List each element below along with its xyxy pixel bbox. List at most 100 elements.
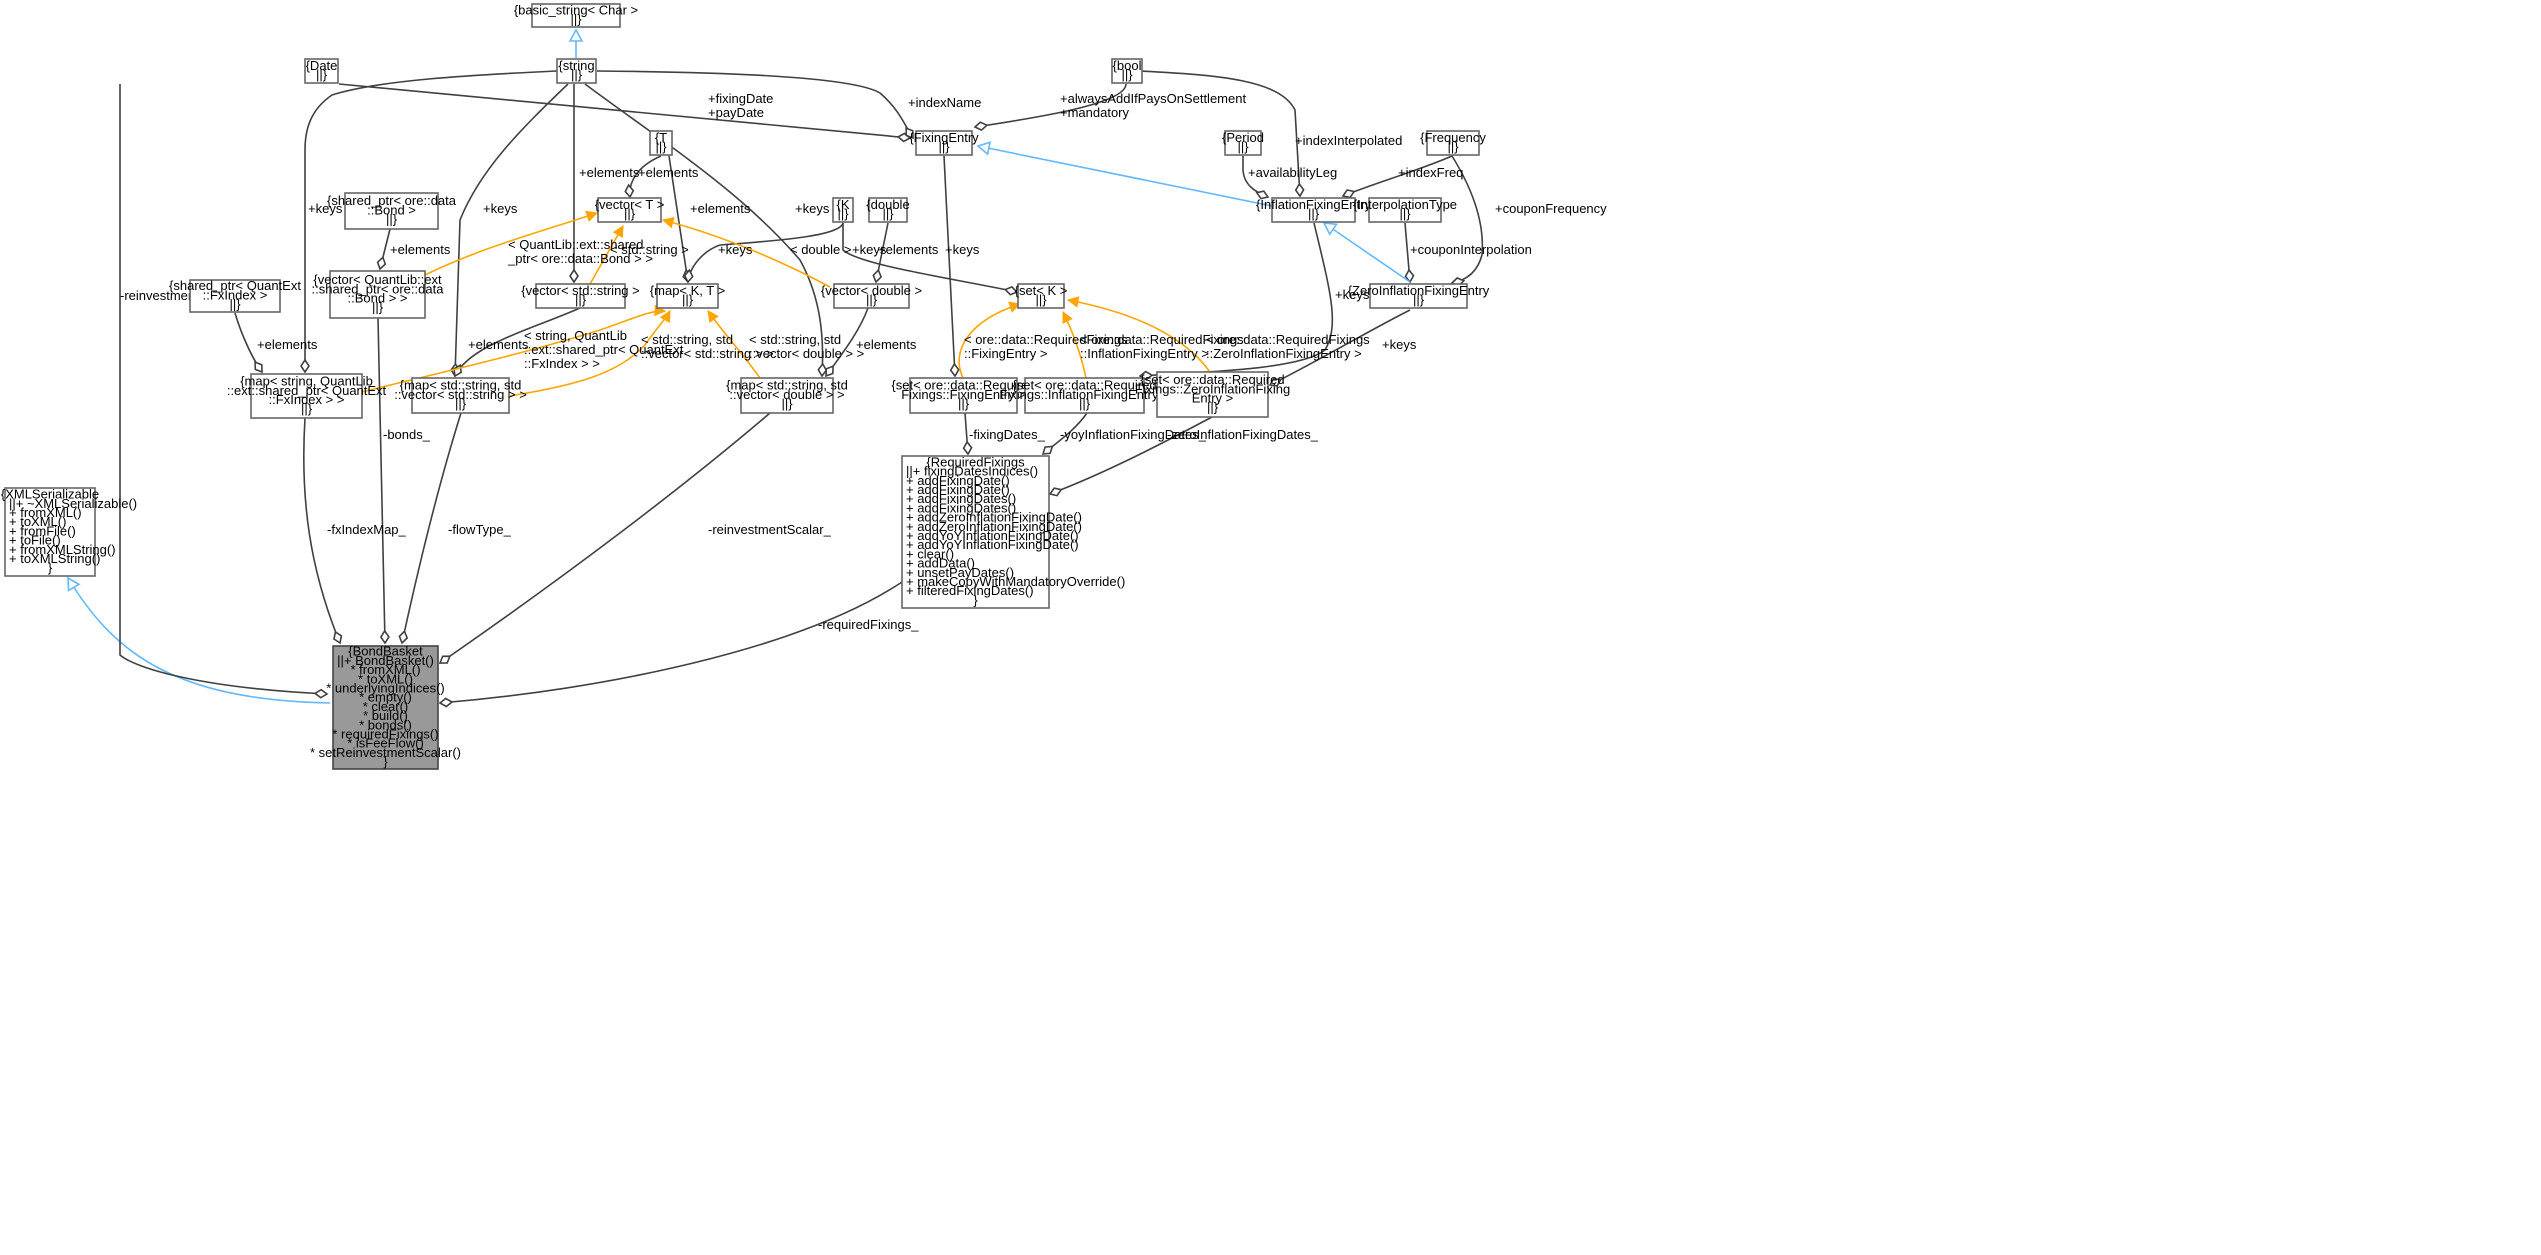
class-node-line: {FixingEntry [909,130,979,145]
class-node-string[interactable]: {string||} [556,58,597,84]
class-node-zeroinflationfixingentry[interactable]: {ZeroInflationFixingEntry||} [1348,283,1490,309]
edge-label-line: -bonds_ [383,427,431,442]
class-node-line: + filteredFixingDates() [906,583,1034,598]
class-node-line: {string [558,58,594,73]
edge-label-line: +elements [390,242,451,257]
edge-label-coupon-frequency: +couponFrequency [1495,201,1607,216]
edge-19-member [668,155,689,283]
edge-43-aggregation-diamond [438,697,454,708]
class-node-line: * build() [363,708,408,723]
class-node-map-kt[interactable]: {map< K, T >||} [650,283,725,309]
edge-6-member [974,83,1127,128]
edge-label-tpl-set-inflation: < ore::data::RequiredFixings::InflationF… [1080,332,1244,361]
edge-27-aggregation-diamond [254,361,263,374]
edge-30-template [424,212,598,276]
edge-label-flow-type: -flowType_ [448,522,512,537]
edge-14-aggregation-diamond [569,268,579,284]
class-node-fixingentry[interactable]: {FixingEntry||} [909,130,979,156]
class-node-map-string-vector-string[interactable]: {map< std::string, std::vector< std::str… [394,377,527,414]
class-node-line: * setReinvestmentScalar() [310,745,461,760]
edge-12-inheritance [977,145,1273,207]
class-node-basic-string[interactable]: {basic_string< Char >||} [514,2,638,28]
class-node-shared-ptr-fxindex[interactable]: {shared_ptr< QuantExt::FxIndex >||} [169,278,301,313]
class-node-line: + addFixingDates() [906,491,1016,506]
edge-15-member [454,83,569,377]
edge-label-elements-bond: +elements [390,242,451,257]
class-node-shared-ptr-bond[interactable]: {shared_ptr< ore::data::Bond >||} [327,192,457,230]
edge-label-line: ::InflationFixingEntry > [1080,346,1209,361]
class-node-line: {K [836,197,849,212]
class-node-set-fixingentry[interactable]: {set< ore::data::RequiredFixings::Fixing… [891,377,1036,414]
class-node-requiredfixings[interactable]: {RequiredFixings||+ fixingDatesIndices()… [901,454,1125,609]
edge-1-inheritance [67,577,331,704]
class-node-inflationfixingentry[interactable]: {InflationFixingEntry||} [1256,197,1371,223]
class-node-line: + unsetPayDates() [906,565,1014,580]
edge-label-elements-t-map: +elements [690,201,751,216]
class-node-line: ||} [571,67,583,82]
class-node-bool[interactable]: {bool||} [1111,58,1143,84]
class-node-vector-t[interactable]: {vector< T >||} [595,197,665,223]
edge-21-aggregation-diamond [1003,285,1019,296]
class-node-map-fxindex[interactable]: {map< string, QuantLib::ext::shared_ptr<… [227,373,387,419]
edge-label-line: < std::string, std [749,332,841,347]
class-node-k[interactable]: {K||} [832,197,854,223]
class-node-vector-double[interactable]: {vector< double >||} [821,283,922,309]
class-node-frequency[interactable]: {Frequency||} [1420,130,1486,156]
class-node-double[interactable]: {double||} [866,197,910,223]
class-node-box [1156,371,1269,418]
edge-label-line: +couponFrequency [1495,201,1607,216]
class-node-set-k[interactable]: {set< K >||} [1015,283,1068,309]
class-node-set-zeroinflationfixingentry[interactable]: {set< ore::data::RequiredFixings::ZeroIn… [1135,371,1290,418]
edge-label-keys-k-map: +keys [718,242,753,257]
edge-label-line: ::vector< double > > [749,346,864,361]
edge-label-elements-vec-string: +elements [468,337,529,352]
edge-label-elements-string-vec: +elements [579,165,640,180]
edge-label-keys-k-set: +keys [852,242,887,257]
edge-30-template-arrowhead [585,210,599,222]
class-node-box [833,283,910,309]
class-node-line: {BondBasket [348,644,423,659]
class-node-line: ||} [570,12,582,27]
class-node-line: + makeCopyWithMandatoryOverride() [906,574,1125,589]
edge-label-tpl-dv-map: < std::string, std::vector< double > > [749,332,864,361]
edge-7-member [1139,70,1301,197]
edge-37-template-arrowhead [1062,310,1073,325]
class-node-vector-sp-bond[interactable]: {vector< QuantLib::ext::shared_ptr< ore:… [312,270,445,319]
edge-label-line: +keys [795,201,830,216]
class-node-bondbasket[interactable]: {BondBasket||+ BondBasket()* fromXML()* … [310,644,461,770]
class-node-interpolationtype[interactable]: {InterpolationType||} [1353,197,1457,223]
class-node-box [832,197,854,223]
class-node-date[interactable]: {Date||} [304,58,339,84]
class-node-map-string-vector-double[interactable]: {map< std::string, std::vector< double >… [726,377,848,414]
edge-label-reinvestment: -reinvestment_ [120,288,207,303]
edge-13-inheritance-triangle [1322,222,1338,236]
edge-20-aggregation-diamond [683,268,694,284]
class-node-box [556,58,597,84]
class-node-line: * requiredFixings() [332,727,438,742]
class-node-line: * isFeeFlow() [347,736,424,751]
class-node-period[interactable]: {Period||} [1222,130,1264,156]
class-node-vector-string[interactable]: {vector< std::string >||} [521,283,640,309]
edge-25-member [1269,309,1411,386]
class-node-line: + addData() [906,556,975,571]
class-node-t[interactable]: {T||} [649,130,673,156]
edge-label-line: ::ZeroInflationFixingEntry > [1206,346,1362,361]
edge-label-tpl-std-string: < std::string > [610,242,689,257]
edge-label-yoy-inflation-fixing-dates: -yoyInflationFixingDates_ [1060,427,1207,442]
class-node-set-inflationfixingentry[interactable]: {set< ore::data::RequiredFixings::Inflat… [999,377,1170,414]
edge-39-aggregation-diamond [379,629,390,645]
edge-label-fixing-pay-date: +fixingDate+payDate [708,91,773,120]
class-node-xmlserializable[interactable]: {XMLSerializable||+ ~XMLSerializable()+ … [1,487,137,577]
edge-label-line: < std::string > [610,242,689,257]
edge-label-line: +elements [878,242,939,257]
edge-2-member [119,84,328,695]
edge-label-line: +elements [638,165,699,180]
class-node-line: + addFixingDate() [906,482,1010,497]
edge-label-keys-string-svmap: +keys [483,201,518,216]
class-node-line: * underlyingIndices() [326,681,445,696]
class-node-line: {XMLSerializable [1,487,99,502]
edge-label-line: -fxIndexMap_ [327,522,407,537]
edge-35-template-arrowhead [707,310,719,323]
class-node-box [915,130,973,156]
class-node-box [740,377,834,414]
